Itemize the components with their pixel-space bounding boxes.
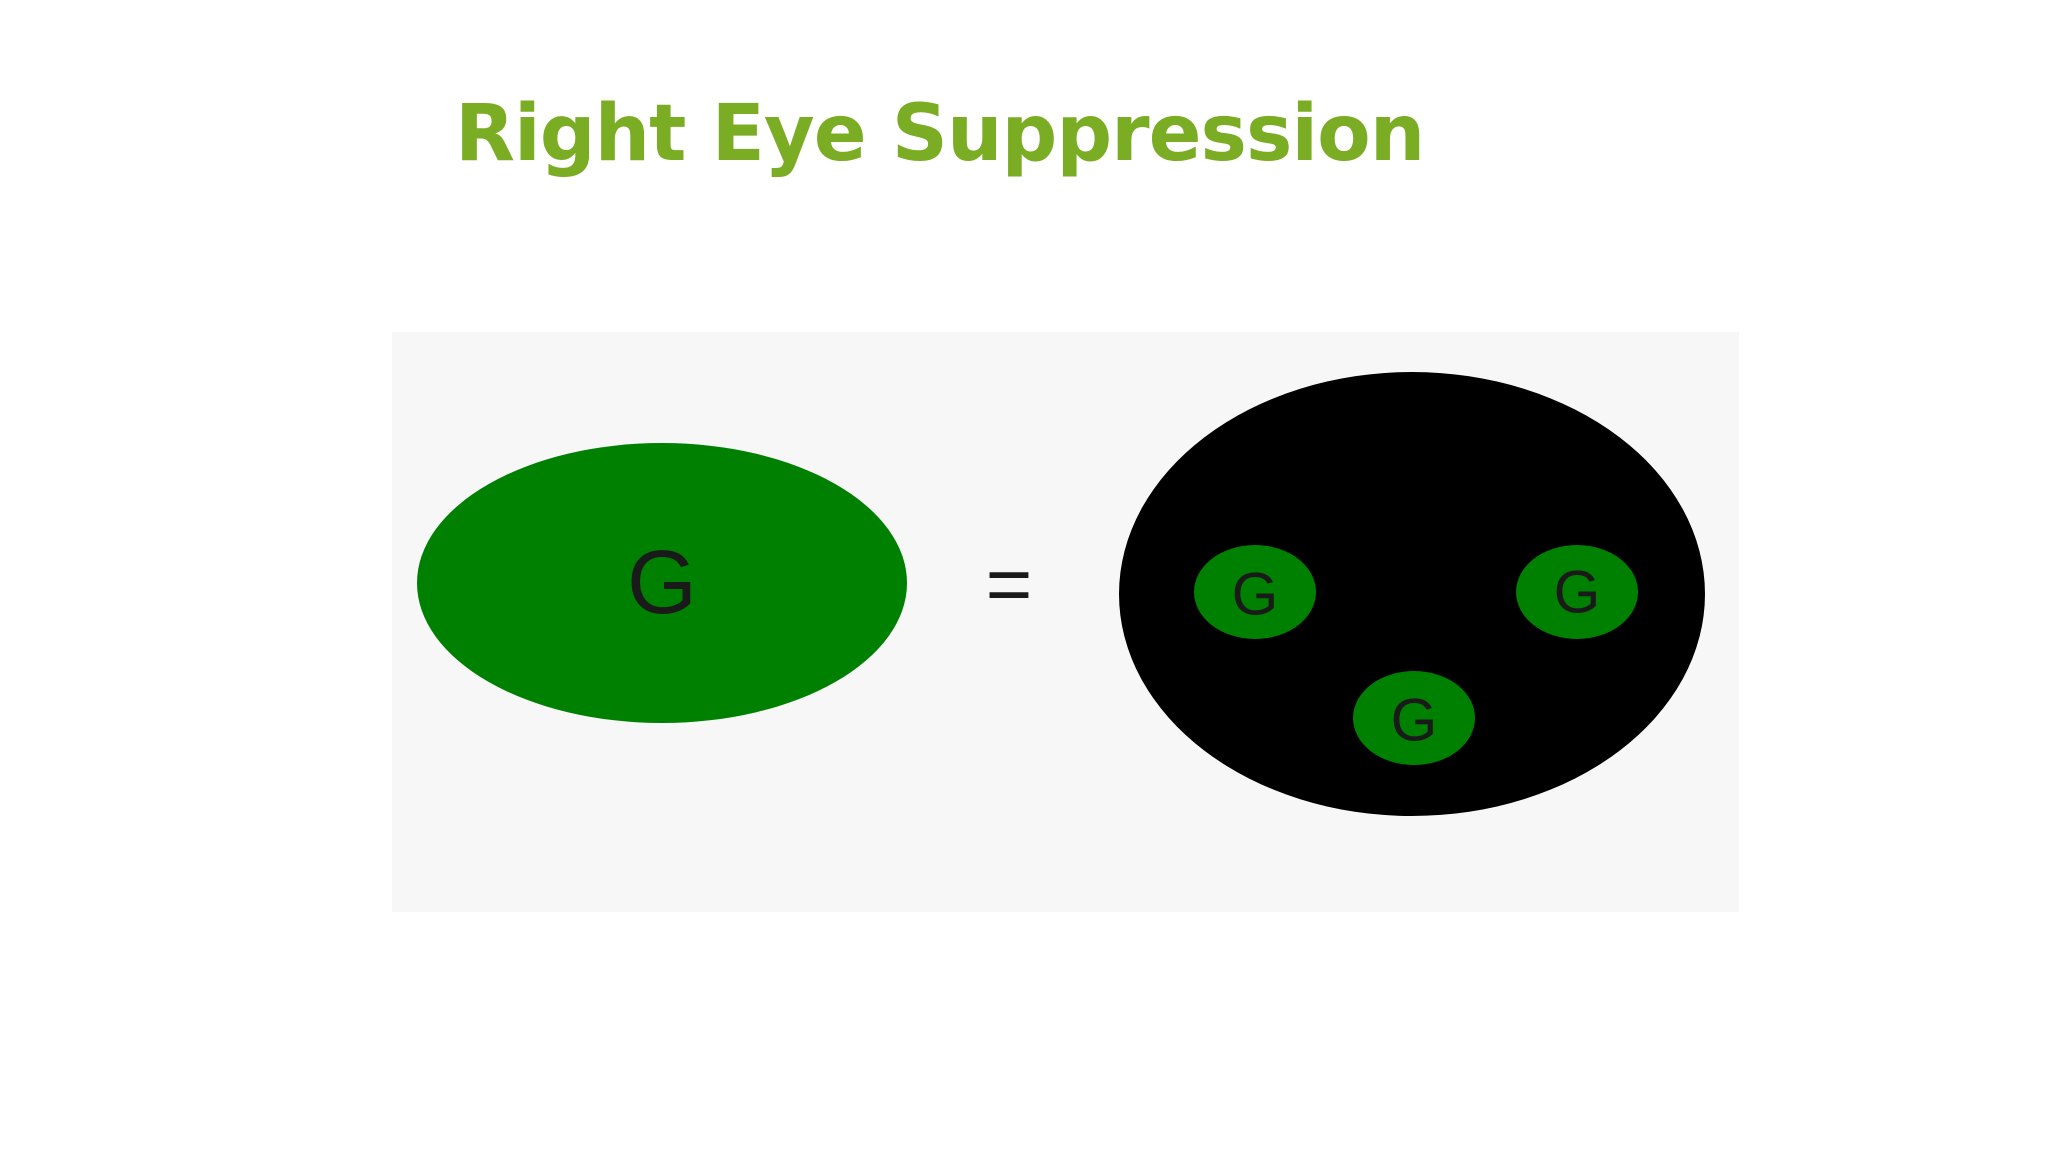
right-black-circle xyxy=(1119,372,1705,816)
small-circle-letter-bottom: G xyxy=(1391,687,1438,754)
small-circle-letter-left: G xyxy=(1232,561,1279,628)
slide-title: Right Eye Suppression xyxy=(455,89,1425,179)
small-circle-letter-right: G xyxy=(1554,559,1601,626)
small-green-circle-bottom xyxy=(1353,671,1475,765)
left-green-oval xyxy=(417,443,907,723)
diagram-panel: G = G G G xyxy=(392,332,1739,912)
small-green-circle-left xyxy=(1194,545,1316,639)
small-green-circle-right xyxy=(1516,545,1638,639)
diagram-svg: G = G G G xyxy=(417,372,1705,816)
equals-sign: = xyxy=(986,540,1033,629)
left-oval-letter: G xyxy=(627,533,697,633)
